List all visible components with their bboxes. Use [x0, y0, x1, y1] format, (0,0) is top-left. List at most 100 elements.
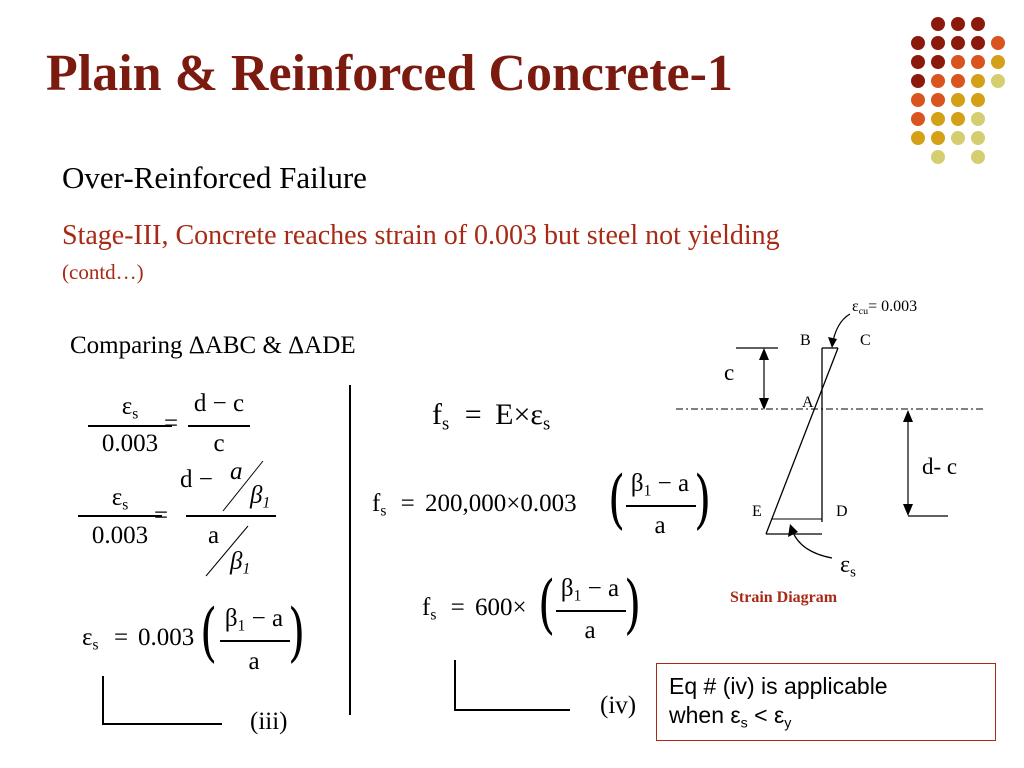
point-B-label: B [800, 332, 811, 349]
fs2-paren-left: ( [608, 463, 626, 537]
point-A-label: A [802, 394, 814, 411]
decorative-dot [951, 55, 965, 69]
decorative-dot [991, 36, 1005, 50]
fs1-expression: fs = E×εs [432, 398, 551, 435]
equation-label-iii: (iii) [250, 708, 288, 735]
point-C-label: C [860, 332, 871, 349]
bracket-iii-vertical [102, 676, 104, 724]
decorative-dot [931, 36, 945, 50]
applicability-note: Eq # (iv) is applicable when εs < εy [656, 663, 996, 741]
eq1-numerator-left: εs [121, 393, 139, 423]
decorative-dot [931, 17, 945, 31]
note-line-1: Eq # (iv) is applicable [669, 673, 888, 699]
decorative-dot [911, 93, 925, 107]
fs2-numerator: β1 − a [630, 470, 690, 500]
strain-diagram-caption: Strain Diagram [730, 589, 838, 606]
eq2-beta-top: β1 [250, 482, 271, 512]
eq1-denominator-right: c [213, 430, 225, 457]
decorative-dot [931, 55, 945, 69]
eq3-denominator: a [248, 648, 260, 675]
eq3-paren-right: ) [288, 596, 306, 670]
eq1-denominator-left: 0.003 [101, 430, 159, 457]
stage-description: Stage-III, Concrete reaches strain of 0.… [62, 220, 780, 251]
contd-label: (contd…) [62, 260, 144, 284]
decorative-dot [991, 55, 1005, 69]
decorative-dot [911, 74, 925, 88]
eq2-a-bottom: a [208, 522, 220, 549]
fs3-lhs: fs = 600× [422, 594, 527, 624]
eq2-slash-top [222, 460, 264, 512]
decorative-dot [951, 36, 965, 50]
eq2-slash-bottom [205, 525, 249, 577]
fs2-lhs: fs = 200,000×0.003 [372, 490, 577, 520]
decorative-dot [931, 74, 945, 88]
decorative-dot [971, 74, 985, 88]
decorative-dot [951, 131, 965, 145]
decorative-dot [931, 112, 945, 126]
eq3-equals: = [114, 624, 129, 651]
eq1-numerator-right: d − c [193, 390, 245, 417]
column-divider [349, 385, 351, 715]
eps-s-label: εs [840, 552, 856, 581]
fs3-paren-right: ) [624, 568, 642, 642]
eq1-fraction-bar-left [88, 425, 172, 427]
decorative-dot [991, 74, 1005, 88]
eq3-coef: 0.003 [138, 624, 195, 651]
eq2-denominator-left: 0.003 [91, 522, 149, 549]
bracket-iii-horizontal [102, 723, 222, 725]
decorative-dot [931, 131, 945, 145]
eq2-d-minus: d − [180, 466, 213, 493]
eq2-fraction-bar-right [186, 515, 276, 517]
eq3-numerator: β1 − a [224, 605, 284, 635]
eq3-fraction-bar [220, 640, 290, 642]
decorative-dot [971, 36, 985, 50]
fs3-fraction-bar [556, 610, 626, 612]
eq3-eps-s: εs [82, 624, 99, 654]
slide-title: Plain & Reinforced Concrete-1 [46, 45, 733, 102]
depth-c-label: c [724, 360, 735, 385]
fs3-denominator: a [584, 617, 596, 644]
eq3-paren-left: ( [200, 596, 218, 670]
decorative-dot [911, 131, 925, 145]
decorative-dot [971, 150, 985, 164]
note-line-2: when εs < εy [669, 702, 792, 732]
fs2-denominator: a [654, 512, 666, 539]
decorative-dot [951, 74, 965, 88]
bracket-iv-horizontal [454, 709, 570, 711]
eq2-beta-bottom: β1 [230, 548, 251, 578]
decorative-dot [951, 17, 965, 31]
equation-label-iv: (iv) [600, 692, 637, 719]
decorative-dot [971, 112, 985, 126]
eq2-numerator-left: εs [111, 484, 129, 514]
decorative-dot [971, 17, 985, 31]
decorative-dot [971, 55, 985, 69]
bracket-iv-vertical [454, 660, 456, 710]
decorative-dot [971, 131, 985, 145]
eq2-fraction-bar-left [78, 515, 162, 517]
fs2-paren-right: ) [694, 463, 712, 537]
depth-d-minus-c-label: d- c [922, 454, 958, 479]
decorative-dot [951, 93, 965, 107]
decorative-dot [931, 93, 945, 107]
decorative-dot [931, 150, 945, 164]
point-E-label: E [752, 503, 762, 520]
eq1-fraction-bar-right [188, 425, 250, 427]
decorative-dot [911, 112, 925, 126]
decorative-dot [911, 55, 925, 69]
ecu-label: εcu= 0.003 [852, 298, 918, 317]
strain-profile-line [765, 347, 839, 535]
eq2-equals: = [154, 502, 169, 529]
eq2-a-top: a [230, 458, 243, 485]
fs3-numerator: β1 − a [560, 575, 620, 605]
strain-diagram [676, 313, 986, 559]
decorative-dot [971, 93, 985, 107]
decorative-dot-grid [911, 17, 1005, 164]
decorative-dot [911, 36, 925, 50]
fs2-fraction-bar [626, 505, 696, 507]
decorative-dot [951, 112, 965, 126]
comparing-triangles: Comparing ΔABC & ΔADE [70, 332, 356, 359]
fs3-paren-left: ( [538, 568, 556, 642]
eq1-equals: = [164, 410, 179, 437]
point-D-label: D [836, 503, 848, 520]
slide-subtitle: Over-Reinforced Failure [62, 160, 367, 195]
